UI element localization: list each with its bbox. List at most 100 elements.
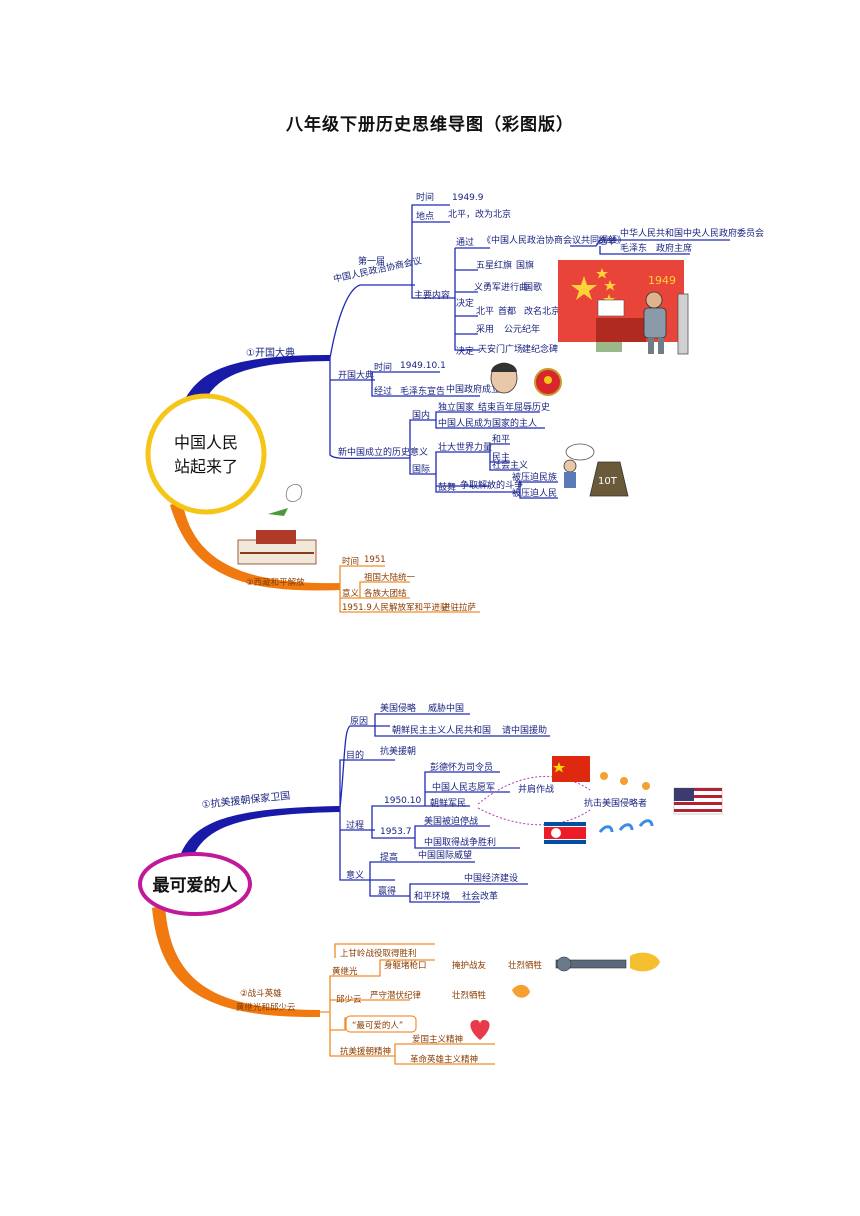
decide-monument-v: 建纪念碑 bbox=[522, 343, 558, 355]
weight-illustration: 10T bbox=[563, 443, 629, 497]
china-flag-illustration bbox=[552, 756, 650, 790]
tibet-m1: 祖国大陆统一 bbox=[364, 572, 416, 583]
meeting-label-top: 第一届 bbox=[358, 255, 385, 267]
meeting-elect-label: 选举 bbox=[598, 235, 616, 247]
hero-title: “最可爱的人” bbox=[352, 1020, 403, 1031]
map2-branch-2-thick-line bbox=[152, 905, 320, 1018]
sig-i1: 壮大世界力量 bbox=[438, 441, 492, 453]
hero-battle: 上甘岭战役取得胜利 bbox=[340, 948, 417, 959]
mean-label: 意义 bbox=[346, 869, 364, 881]
potala-illustration bbox=[237, 484, 317, 565]
meeting-pass-label: 通过 bbox=[456, 236, 474, 248]
hero-spirit-b: 革命英雄主义精神 bbox=[410, 1054, 478, 1065]
cause-lines bbox=[374, 713, 550, 737]
ceremony-time-value: 1949.10.1 bbox=[400, 361, 446, 371]
title-box bbox=[345, 1015, 417, 1033]
meeting-lines bbox=[411, 204, 490, 351]
goal-label: 目的 bbox=[346, 749, 364, 761]
meeting-time-value: 1949.9 bbox=[452, 193, 484, 203]
hero-huang-act: 身躯堵枪口 bbox=[384, 960, 427, 971]
decide-calendar-v: 公元纪年 bbox=[504, 323, 540, 335]
sig-i1c: 社会主义 bbox=[492, 459, 528, 471]
hero-huang-v2: 壮烈牺牲 bbox=[508, 960, 543, 971]
significance-lines bbox=[409, 411, 558, 499]
decide-flag: 五星红旗 bbox=[476, 259, 512, 271]
hero-qiu-v: 壮烈牺牲 bbox=[452, 990, 487, 1001]
tibet-m2: 各族大团结 bbox=[364, 588, 407, 599]
sig-d1v: 结束百年屈辱历史 bbox=[478, 401, 550, 413]
sig-d2: 中国人民成为国家的主人 bbox=[438, 417, 537, 429]
sig-i1a: 和平 bbox=[492, 434, 510, 445]
mean-raise: 提高 bbox=[380, 851, 398, 863]
map2-branch-1-label: ①抗美援朝保家卫国 bbox=[201, 789, 291, 811]
ceremony-event: 毛泽东宣告 bbox=[400, 385, 445, 397]
meeting-time-label: 时间 bbox=[416, 191, 434, 203]
process-date2: 1953.7 bbox=[380, 827, 412, 837]
tibet-lines bbox=[339, 565, 480, 613]
decide-anthem-v: 国歌 bbox=[524, 281, 542, 293]
poster-year: 1949 bbox=[648, 274, 676, 287]
branch-1-thick-line bbox=[180, 355, 330, 420]
map2-branch-1-thick-line bbox=[178, 806, 340, 866]
decide-monument: 天安门广场 bbox=[478, 343, 523, 355]
korea-flag-illustration bbox=[544, 819, 654, 844]
process-target: 抗击美国侵略者 bbox=[584, 797, 647, 809]
tibet-meaning-label: 意义 bbox=[342, 588, 360, 599]
hero-huang: 黄继光 bbox=[332, 966, 358, 977]
mindmap-1: 中国人民 站起来了 ①开国大典 第一届 中国人民政治协商会议 时间 1949.9… bbox=[145, 191, 764, 613]
center-2-line1: 最可爱的人 bbox=[153, 875, 239, 896]
meeting-elect-2: 毛泽东 bbox=[620, 242, 647, 254]
mean-gain-b: 和平环境 bbox=[414, 890, 450, 902]
process-commander: 彭德怀为司令员 bbox=[430, 761, 493, 773]
cause-label: 原因 bbox=[350, 716, 368, 727]
decide-monument-l: 决定 bbox=[456, 345, 474, 357]
meeting-place-label: 地点 bbox=[416, 210, 434, 222]
process-army-v: 并肩作战 bbox=[518, 783, 554, 795]
heart-icon bbox=[470, 1020, 490, 1040]
ceremony-time-label: 时间 bbox=[374, 361, 392, 373]
map2-branch-2-label2: 黄继光和邱少云 bbox=[236, 1002, 296, 1013]
process-army: 中国人民志愿军 bbox=[432, 781, 495, 793]
sig-intl: 国际 bbox=[412, 464, 430, 475]
decide-capital-v2: 改名北京 bbox=[524, 305, 560, 317]
process-label: 过程 bbox=[346, 819, 364, 831]
mean-gain-c: 社会改革 bbox=[462, 890, 498, 902]
decide-capital-v: 首都 bbox=[498, 305, 516, 317]
hero-spirit-a: 爱国主义精神 bbox=[412, 1034, 463, 1045]
process-date1: 1950.10 bbox=[384, 796, 421, 806]
sig-inspire-a: 被压迫民族 bbox=[512, 471, 557, 483]
tibet-time-label: 时间 bbox=[342, 556, 359, 567]
elect-lines bbox=[570, 239, 730, 255]
usa-flag-illustration bbox=[673, 787, 723, 815]
meeting-pass-value: 《中国人民政治协商会议共同纲领》 bbox=[482, 234, 626, 246]
hero-qiu-act: 严守潜伏纪律 bbox=[370, 990, 422, 1001]
tibet-date: 1951.9 bbox=[342, 603, 372, 613]
mean-gain: 赢得 bbox=[378, 885, 396, 897]
mean-gain-a: 中国经济建设 bbox=[464, 872, 518, 884]
map2-branch-2-label: ②战斗英雄 bbox=[240, 988, 282, 999]
ceremony-label: 开国大典 bbox=[338, 369, 374, 381]
mean-lines bbox=[369, 861, 528, 903]
map2-trunk-lines bbox=[339, 725, 395, 881]
meeting-elect-2b: 政府主席 bbox=[656, 242, 692, 254]
hero-huang-v1: 掩护战友 bbox=[452, 960, 487, 971]
sig-domestic: 国内 bbox=[412, 409, 430, 421]
mindmap-2: 最可爱的人 ①抗美援朝保家卫国 原因 美国侵略 威胁中国 朝鲜民主主义人民共和国… bbox=[138, 702, 723, 1065]
hero-spirit: 抗美援朝精神 bbox=[340, 1046, 391, 1057]
process-korea: 朝鲜军民 bbox=[430, 797, 466, 809]
sig-inspire: 鼓舞 bbox=[438, 481, 456, 493]
decide-capital: 北平 bbox=[476, 306, 494, 317]
page-title: 八年级下册历史思维导图（彩图版） bbox=[286, 115, 574, 135]
sig-inspire-v: 争取解放的斗争 bbox=[460, 479, 523, 491]
cause-c1: 美国侵略 bbox=[380, 702, 416, 714]
sig-i1b: 民主 bbox=[492, 451, 510, 463]
ceremony-event-v: 中国政府成立 bbox=[446, 383, 500, 395]
branch-2-thick-line bbox=[170, 500, 340, 591]
decide-flag-v: 国旗 bbox=[516, 259, 534, 271]
ceremony-event-label: 经过 bbox=[374, 385, 392, 397]
cause-c1v: 威胁中国 bbox=[428, 702, 464, 714]
decide-calendar: 采用 bbox=[476, 324, 494, 335]
flag-poster-illustration: 1949 bbox=[558, 260, 689, 355]
sig-d1: 独立国家 bbox=[438, 401, 474, 413]
